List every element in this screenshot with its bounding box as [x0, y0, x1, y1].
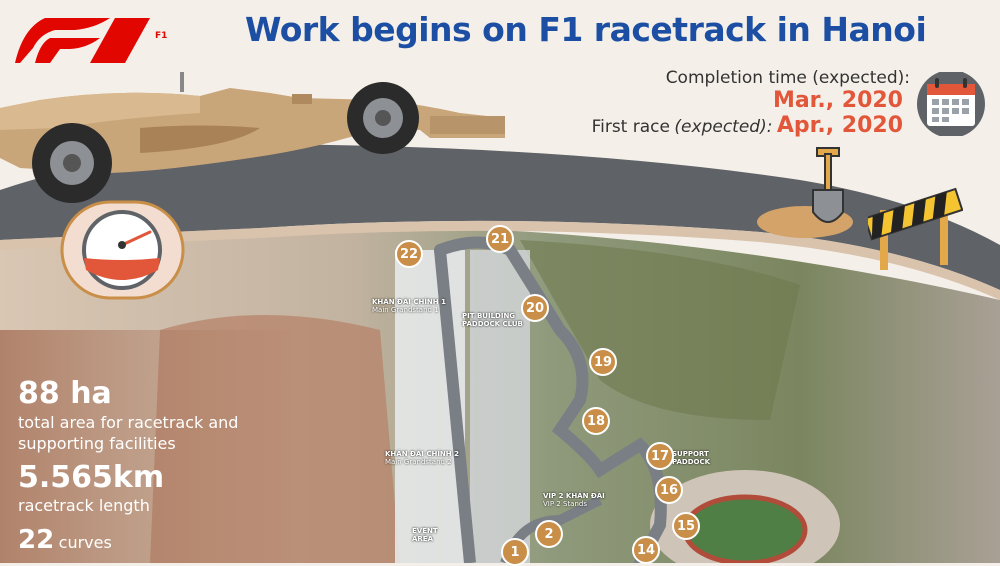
shovel-icon [757, 147, 853, 238]
curve-marker-2: 2 [535, 520, 563, 548]
curve-marker-18: 18 [582, 407, 610, 435]
curve-marker-1: 1 [501, 538, 529, 566]
area-value: 88 ha [18, 376, 112, 411]
event-area-label: EVENT AREA [412, 527, 438, 543]
first-race-value: Apr., 2020 [776, 113, 903, 138]
svg-text:F1: F1 [155, 31, 167, 41]
main-grandstand-1-label: KHÁN ĐÀI CHÍNH 1 Main Grandstand 1 [372, 298, 446, 314]
calendar-icon [917, 72, 985, 136]
barrier-icon [868, 187, 963, 270]
first-race-row: First race (expected): Apr., 2020 [592, 113, 903, 138]
curve-marker-21: 21 [486, 225, 514, 253]
curve-marker-22: 22 [395, 240, 423, 268]
completion-value: Mar., 2020 [772, 88, 903, 113]
page-title: Work begins on F1 racetrack in Hanoi [245, 10, 927, 49]
length-value: 5.565km [18, 460, 165, 495]
curve-marker-14: 14 [632, 536, 660, 564]
curve-marker-20: 20 [521, 294, 549, 322]
curve-marker-19: 19 [589, 348, 617, 376]
area-description-line1: total area for racetrack and [18, 413, 239, 432]
curves-description: curves [58, 533, 112, 552]
curves-value: 22 [18, 525, 55, 555]
curve-marker-16: 16 [655, 476, 683, 504]
speedometer-icon [60, 200, 185, 300]
first-race-label: First race [591, 117, 670, 137]
main-grandstand-2-label: KHÁN ĐÀI CHÍNH 2 Main Grandstand 2 [385, 450, 459, 466]
first-race-qualifier: (expected): [674, 117, 773, 137]
curves-stat: 22 curves [18, 525, 112, 555]
vip2-stands-label: VIP 2 KHÁN ĐÀI VIP 2 Stands [543, 492, 605, 508]
length-description: racetrack length [18, 496, 150, 515]
completion-label: Completion time (expected): [665, 68, 910, 88]
curve-marker-17: 17 [646, 442, 674, 470]
support-paddock-label: SUPPORT PADDOCK [672, 450, 711, 466]
race-car-icon [0, 72, 505, 203]
f1-logo-icon: F1 [15, 18, 167, 63]
pit-building-label: PIT BUILDING PADDOCK CLUB [462, 312, 523, 328]
area-description-line2: supporting facilities [18, 434, 176, 453]
curve-marker-15: 15 [672, 512, 700, 540]
